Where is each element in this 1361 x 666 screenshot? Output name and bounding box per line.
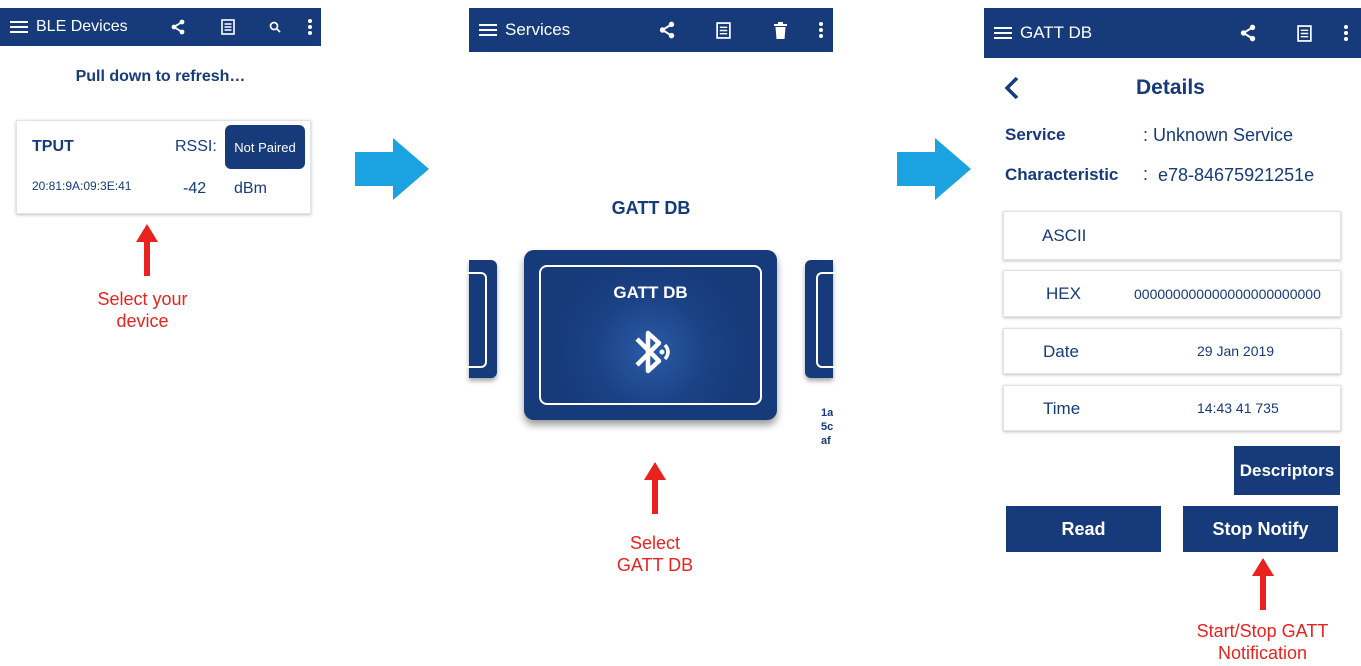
bluetooth-icon (635, 330, 670, 374)
carousel-heading: GATT DB (611, 198, 691, 218)
next-card-line: 1a (821, 407, 833, 419)
next-card-text: 1a 5c af (821, 406, 833, 448)
rssi-unit: dBm (234, 180, 267, 197)
flow-arrow-icon (897, 138, 971, 200)
characteristic-separator: : (1143, 164, 1149, 184)
red-arrow-icon (644, 462, 666, 514)
red-arrow-icon (136, 224, 158, 276)
stop-notify-button[interactable]: Stop Notify (1183, 506, 1338, 552)
share-icon[interactable] (1236, 8, 1260, 58)
flow-arrow-icon (355, 138, 429, 200)
annotation-start-stop: Start/Stop GATT Notification (1160, 620, 1361, 664)
device-name: TPUT (32, 138, 74, 155)
date-label: Date (1043, 342, 1079, 361)
characteristic-value: e78-84675921251e (1158, 165, 1315, 185)
card-inner-frame: GATT DB (539, 265, 762, 405)
rssi-value: -42 (183, 180, 207, 197)
menu-icon[interactable] (10, 18, 28, 36)
read-button[interactable]: Read (1006, 506, 1161, 552)
search-icon[interactable] (265, 8, 285, 46)
read-label: Read (1061, 518, 1106, 539)
rssi-label: RSSI: (175, 138, 217, 155)
annotation-select-gatt: Select GATT DB (560, 532, 750, 576)
share-icon[interactable] (166, 8, 190, 46)
date-row[interactable]: Date 29 Jan 2019 (1003, 328, 1341, 374)
device-card[interactable]: TPUT 20:81:9A:09:3E:41 RSSI: -42 dBm Not… (16, 120, 311, 214)
date-value: 29 Jan 2019 (1197, 343, 1275, 359)
service-label: Service (1005, 125, 1066, 144)
descriptors-label: Descriptors (1239, 460, 1335, 480)
ascii-row[interactable]: ASCII (1003, 211, 1341, 260)
delete-icon[interactable] (770, 8, 790, 52)
menu-icon[interactable] (994, 24, 1012, 42)
toolbar-ble-devices: BLE Devices (0, 8, 321, 46)
annotation-line: Notification (1217, 643, 1308, 663)
annotation-line: Start/Stop GATT (1196, 621, 1329, 641)
service-value: : Unknown Service (1143, 125, 1294, 145)
annotation-line: device (116, 311, 169, 331)
share-icon[interactable] (655, 8, 679, 52)
log-icon[interactable] (1293, 8, 1315, 58)
overflow-icon[interactable] (1344, 8, 1348, 58)
toolbar-title: Services (505, 20, 571, 39)
toolbar-title: BLE Devices (36, 18, 128, 35)
next-card-line: af (821, 435, 831, 447)
time-value: 14:43 41 735 (1197, 400, 1279, 416)
carousel-card-next[interactable] (805, 260, 835, 378)
hex-label: HEX (1046, 284, 1081, 303)
overflow-icon[interactable] (819, 8, 823, 52)
annotation-select-device: Select your device (40, 288, 245, 332)
back-chevron-icon[interactable] (1003, 76, 1021, 100)
device-address: 20:81:9A:09:3E:41 (32, 179, 132, 193)
annotation-line: Select your (97, 289, 188, 309)
stop-notify-label: Stop Notify (1212, 518, 1309, 539)
ascii-label: ASCII (1042, 226, 1087, 245)
hex-value[interactable]: 000000000000000000000000 (1134, 286, 1321, 302)
gatt-db-card[interactable]: GATT DB (524, 250, 777, 420)
annotation-line: GATT DB (616, 555, 694, 575)
next-card-line: 5c (821, 421, 833, 433)
log-icon[interactable] (217, 8, 239, 46)
toolbar-gatt-db: GATT DB (984, 8, 1361, 58)
characteristic-label: Characteristic (1005, 165, 1119, 184)
card-title: GATT DB (613, 283, 688, 302)
menu-icon[interactable] (479, 21, 497, 39)
hex-row[interactable]: HEX 000000000000000000000000 (1003, 270, 1341, 317)
not-paired-label: Not Paired (234, 139, 296, 155)
annotation-line: Select (629, 533, 681, 553)
time-row[interactable]: Time 14:43 41 735 (1003, 385, 1341, 431)
time-label: Time (1043, 399, 1081, 418)
toolbar-title: GATT DB (1020, 23, 1093, 42)
details-title: Details (1136, 76, 1205, 99)
toolbar-services: Services (469, 8, 833, 52)
descriptors-button[interactable]: Descriptors (1234, 446, 1340, 495)
refresh-hint: Pull down to refresh… (75, 68, 246, 85)
not-paired-button[interactable]: Not Paired (225, 125, 305, 169)
log-icon[interactable] (712, 8, 734, 52)
red-arrow-icon (1252, 558, 1274, 610)
overflow-icon[interactable] (308, 8, 312, 46)
carousel-card-prev[interactable] (467, 260, 497, 378)
